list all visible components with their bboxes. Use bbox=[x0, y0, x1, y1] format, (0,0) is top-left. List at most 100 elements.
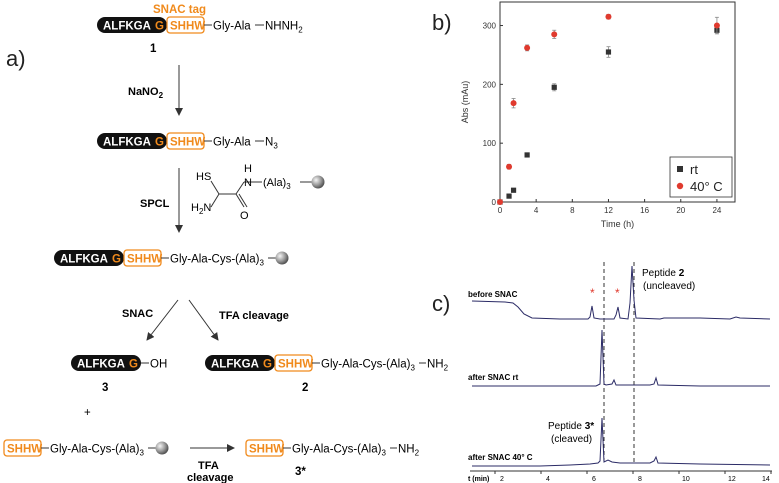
svg-text:G: G bbox=[112, 254, 121, 266]
x-axis-label: Time (h) bbox=[601, 219, 634, 229]
trace-before-snac bbox=[471, 265, 771, 320]
amine: H2N bbox=[191, 202, 211, 216]
peptide-2-sub: (uncleaved) bbox=[643, 281, 695, 292]
data-point-square bbox=[605, 49, 612, 55]
svg-text:SHHW: SHHW bbox=[249, 444, 284, 456]
x-tick-label: 0 bbox=[498, 206, 503, 215]
amide-h: H bbox=[244, 163, 252, 175]
compound-azide: ALFKGA G SHHW Gly-Ala N3 bbox=[97, 132, 278, 151]
svg-text:ALFKGA: ALFKGA bbox=[60, 254, 108, 266]
time-tick: 6 bbox=[592, 476, 596, 483]
data-point-circle bbox=[524, 44, 531, 51]
peptide-2-label: Peptide 2 bbox=[642, 268, 685, 279]
y-tick-label: 200 bbox=[483, 80, 497, 89]
svg-text:SHHW: SHHW bbox=[278, 359, 313, 371]
fragment-resin: SHHW Gly-Ala-Cys-(Ala)3 bbox=[3, 439, 169, 458]
tfa-label: TFA cleavage bbox=[219, 310, 289, 322]
x-tick-label: 20 bbox=[676, 206, 685, 215]
time-tick: 4 bbox=[546, 476, 550, 483]
product-3-star: SHHW Gly-Ala-Cys-(Ala)3 NH2 3* bbox=[245, 439, 420, 478]
svg-text:ALFKGA: ALFKGA bbox=[103, 137, 151, 149]
plot-frame bbox=[499, 1, 736, 203]
y-axis-label: Abs (mAu) bbox=[460, 81, 470, 124]
time-axis-ticks bbox=[494, 471, 772, 474]
resin-bead bbox=[275, 251, 289, 265]
peptide-3-label: Peptide 3* bbox=[548, 421, 594, 432]
x-tick-label: 16 bbox=[640, 206, 649, 215]
x-tick-label: 8 bbox=[570, 206, 575, 215]
svg-text:Gly-Ala: Gly-Ala bbox=[213, 137, 251, 149]
y-tick-label: 0 bbox=[492, 198, 497, 207]
time-tick: 10 bbox=[682, 476, 690, 483]
azide: N3 bbox=[265, 137, 278, 151]
panel-a: a) SNAC tag ALFKGA G SHHW Gly-Ala NHNH2 … bbox=[3, 4, 449, 483]
legend-label: 40° C bbox=[690, 179, 723, 194]
data-point-square bbox=[524, 152, 530, 158]
svg-text:ALFKGA: ALFKGA bbox=[77, 359, 125, 371]
tail-text: Gly-Ala bbox=[213, 21, 251, 33]
plus-sign: + bbox=[84, 407, 91, 419]
panel-c: c) before SNAC * * Peptide 2 (uncleaved)… bbox=[432, 262, 772, 483]
svg-text:G: G bbox=[155, 137, 164, 149]
peptide-3-sub: (cleaved) bbox=[551, 434, 592, 445]
product-3: ALFKGA G OH 3 bbox=[71, 355, 167, 394]
thiol: HS bbox=[196, 171, 211, 183]
arrow-snac bbox=[146, 299, 179, 341]
impurity-star: * bbox=[615, 286, 620, 300]
trace-label-40: after SNAC 40° C bbox=[468, 453, 533, 462]
svg-text:3: 3 bbox=[102, 382, 108, 394]
box-g: G bbox=[155, 21, 164, 33]
shhw-text: SHHW bbox=[170, 21, 205, 33]
svg-text:Gly-Ala-Cys-(Ala)3: Gly-Ala-Cys-(Ala)3 bbox=[321, 359, 415, 373]
data-point-circle bbox=[713, 22, 720, 29]
product-2: ALFKGA G SHHW Gly-Ala-Cys-(Ala)3 NH2 2 bbox=[205, 354, 449, 394]
spcl-label: SPCL bbox=[140, 198, 170, 210]
y-tick-label: 100 bbox=[483, 139, 497, 148]
trace-label-before: before SNAC bbox=[468, 290, 518, 299]
x-tick-label: 12 bbox=[604, 206, 613, 215]
svg-text:Gly-Ala-Cys-(Ala)3: Gly-Ala-Cys-(Ala)3 bbox=[170, 254, 264, 268]
snac-label: SNAC bbox=[122, 308, 153, 320]
hydrazide: NHNH2 bbox=[265, 21, 303, 35]
box-text: ALFKGA bbox=[103, 21, 151, 33]
panel-a-label: a) bbox=[6, 46, 26, 71]
panel-b-label: b) bbox=[432, 10, 452, 35]
time-tick: 8 bbox=[638, 476, 642, 483]
reagent-nano2: NaNO2 bbox=[128, 86, 164, 100]
svg-text:G: G bbox=[129, 359, 138, 371]
resin-bead bbox=[311, 175, 325, 189]
legend-marker bbox=[677, 166, 683, 172]
legend-box bbox=[669, 156, 733, 198]
carbonyl-o: O bbox=[240, 210, 249, 222]
data-point-circle bbox=[497, 199, 503, 205]
trace-after-snac-40 bbox=[472, 417, 771, 467]
svg-text:OH: OH bbox=[150, 359, 167, 371]
svg-text:NH2: NH2 bbox=[398, 444, 420, 458]
ala3: (Ala)3 bbox=[263, 177, 291, 191]
compound-resin: ALFKGA G SHHW Gly-Ala-Cys-(Ala)3 bbox=[54, 249, 289, 268]
x-tick-label: 4 bbox=[534, 206, 539, 215]
svg-text:SHHW: SHHW bbox=[170, 137, 205, 149]
resin-bead bbox=[155, 441, 169, 455]
svg-text:G: G bbox=[263, 359, 272, 371]
svg-text:Gly-Ala-Cys-(Ala)3: Gly-Ala-Cys-(Ala)3 bbox=[50, 444, 144, 458]
time-tick: 14 bbox=[762, 476, 770, 483]
arrow-tfa bbox=[188, 299, 219, 341]
data-point-square bbox=[551, 84, 557, 90]
time-tick: 2 bbox=[500, 476, 504, 483]
svg-text:SHHW: SHHW bbox=[7, 444, 42, 456]
peptide-box-black bbox=[97, 17, 167, 33]
compound-number: 1 bbox=[150, 43, 157, 55]
svg-text:3*: 3* bbox=[295, 466, 306, 478]
data-point-circle bbox=[506, 163, 513, 170]
compound-1: SNAC tag ALFKGA G SHHW Gly-Ala NHNH2 1 bbox=[97, 4, 303, 55]
svg-text:2: 2 bbox=[302, 382, 308, 394]
svg-text:SHHW: SHHW bbox=[127, 254, 162, 266]
y-tick-label: 300 bbox=[483, 22, 497, 31]
time-tick: 12 bbox=[728, 476, 736, 483]
impurity-star: * bbox=[590, 286, 595, 300]
svg-text:TFA: TFA bbox=[198, 460, 219, 472]
